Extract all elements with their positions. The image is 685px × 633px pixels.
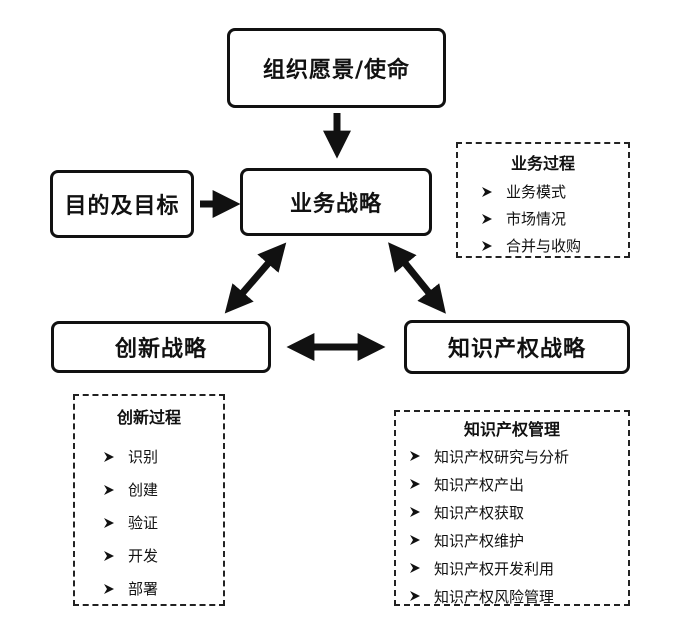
- vision-box: 组织愿景/使命: [227, 28, 446, 108]
- business-strategy-label: 业务战略: [289, 192, 382, 217]
- list-item: 开发: [102, 539, 223, 572]
- list-item-label: 识别: [128, 448, 159, 466]
- list-item-label: 部署: [128, 580, 159, 598]
- business-process-box: 业务过程 业务模式 市场情况 合并与收购: [456, 142, 630, 258]
- arrow-bullet-icon: [104, 583, 114, 594]
- business-process-list: 业务模式 市场情况 合并与收购: [458, 178, 628, 259]
- list-item: 业务模式: [480, 178, 628, 205]
- list-item: 部署: [102, 572, 223, 605]
- ip-management-list: 知识产权研究与分析 知识产权产出 知识产权获取 知识产权维护 知识产权开发利用 …: [396, 442, 628, 610]
- arrow-business-ip: [388, 242, 446, 314]
- arrow-bullet-icon: [104, 484, 114, 495]
- innovation-strategy-label: 创新战略: [114, 337, 207, 362]
- list-item: 验证: [102, 506, 223, 539]
- list-item: 知识产权开发利用: [408, 554, 628, 582]
- arrow-bullet-icon: [482, 213, 492, 224]
- list-item: 识别: [102, 440, 223, 473]
- arrow-bullet-icon: [104, 517, 114, 528]
- arrow-bullet-icon: [410, 535, 420, 545]
- ip-strategy-box: 知识产权战略: [404, 320, 630, 374]
- list-item: 知识产权产出: [408, 470, 628, 498]
- arrow-bullet-icon: [482, 186, 492, 197]
- list-item-label: 业务模式: [506, 183, 567, 201]
- arrow-bullet-icon: [482, 240, 492, 251]
- arrow-bullet-icon: [410, 591, 420, 601]
- arrow-bullet-icon: [410, 451, 420, 461]
- arrow-bullet-icon: [104, 550, 114, 561]
- list-item-label: 创建: [128, 481, 159, 499]
- list-item-label: 知识产权获取: [434, 503, 525, 522]
- innovation-process-list: 识别 创建 验证 开发 部署: [75, 440, 223, 605]
- list-item-label: 市场情况: [506, 210, 567, 228]
- list-item: 知识产权获取: [408, 498, 628, 526]
- list-item: 知识产权风险管理: [408, 582, 628, 610]
- list-item-label: 知识产权产出: [434, 475, 525, 494]
- arrow-bullet-icon: [410, 479, 420, 489]
- innovation-strategy-box: 创新战略: [51, 321, 271, 373]
- list-item-label: 知识产权研究与分析: [434, 447, 570, 466]
- goals-label: 目的及目标: [64, 194, 180, 219]
- innovation-process-title: 创新过程: [116, 408, 181, 427]
- list-item-label: 合并与收购: [506, 237, 582, 255]
- vision-label: 组织愿景/使命: [262, 58, 411, 83]
- goals-box: 目的及目标: [50, 170, 194, 238]
- list-item: 知识产权研究与分析: [408, 442, 628, 470]
- list-item-label: 知识产权维护: [434, 531, 525, 550]
- list-item: 知识产权维护: [408, 526, 628, 554]
- arrow-business-innovation: [224, 242, 287, 314]
- list-item-label: 验证: [128, 514, 159, 532]
- list-item: 市场情况: [480, 205, 628, 232]
- business-strategy-box: 业务战略: [240, 168, 432, 236]
- list-item: 合并与收购: [480, 232, 628, 259]
- arrow-bullet-icon: [410, 507, 420, 517]
- list-item-label: 知识产权风险管理: [434, 587, 555, 606]
- innovation-process-box: 创新过程 识别 创建 验证 开发 部署: [73, 394, 225, 606]
- list-item-label: 开发: [128, 547, 159, 565]
- arrow-bullet-icon: [104, 451, 114, 462]
- list-item-label: 知识产权开发利用: [434, 559, 555, 578]
- ip-management-box: 知识产权管理 知识产权研究与分析 知识产权产出 知识产权获取 知识产权维护 知识…: [394, 410, 630, 606]
- ip-strategy-label: 知识产权战略: [447, 337, 586, 362]
- ip-management-title: 知识产权管理: [463, 420, 560, 439]
- arrow-bullet-icon: [410, 563, 420, 573]
- list-item: 创建: [102, 473, 223, 506]
- business-process-title: 业务过程: [510, 154, 575, 173]
